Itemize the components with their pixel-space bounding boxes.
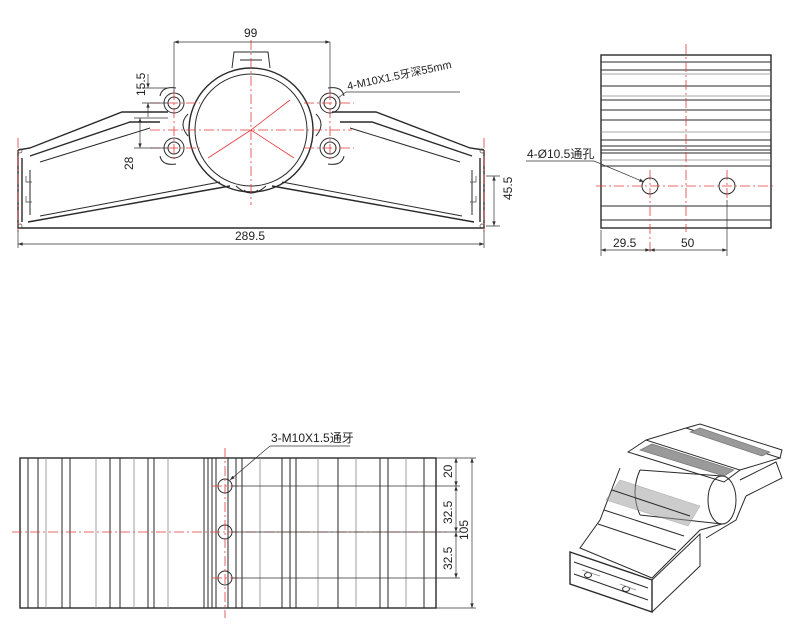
- dim-spacing-2: 32.5: [441, 546, 455, 570]
- iso-tube-end: [707, 475, 737, 525]
- dim-overall-width: 289.5: [235, 229, 265, 243]
- dim-ear-height: 15.5: [134, 72, 148, 96]
- dim-side-height: 45.5: [501, 176, 515, 200]
- dim-spacing-1: 32.5: [441, 500, 455, 524]
- callout-bottom-threads: 3-M10X1.5通牙: [271, 431, 354, 445]
- dim-ear-spacing: 28: [122, 156, 136, 170]
- dim-top-offset: 20: [441, 464, 455, 478]
- isometric-view: [569, 423, 783, 613]
- side-view: 4-Ø10.5通孔 29.5 50: [526, 44, 776, 256]
- dim-total: 105: [457, 520, 471, 540]
- bottom-view: 3-M10X1.5通牙 20 32.5 32.5 105: [12, 431, 476, 618]
- front-view: 99 15.5 28 289.5 45.5 4-M10X1.5牙深55mm: [17, 26, 515, 248]
- dim-top-width: 99: [244, 26, 258, 40]
- dim-hole-offset: 29.5: [613, 236, 637, 250]
- dim-hole-spacing: 50: [681, 236, 695, 250]
- callout-side-holes: 4-Ø10.5通孔: [527, 147, 594, 161]
- front-profile-outline: [17, 111, 485, 229]
- callout-front-threads: 4-M10X1.5牙深55mm: [346, 58, 453, 93]
